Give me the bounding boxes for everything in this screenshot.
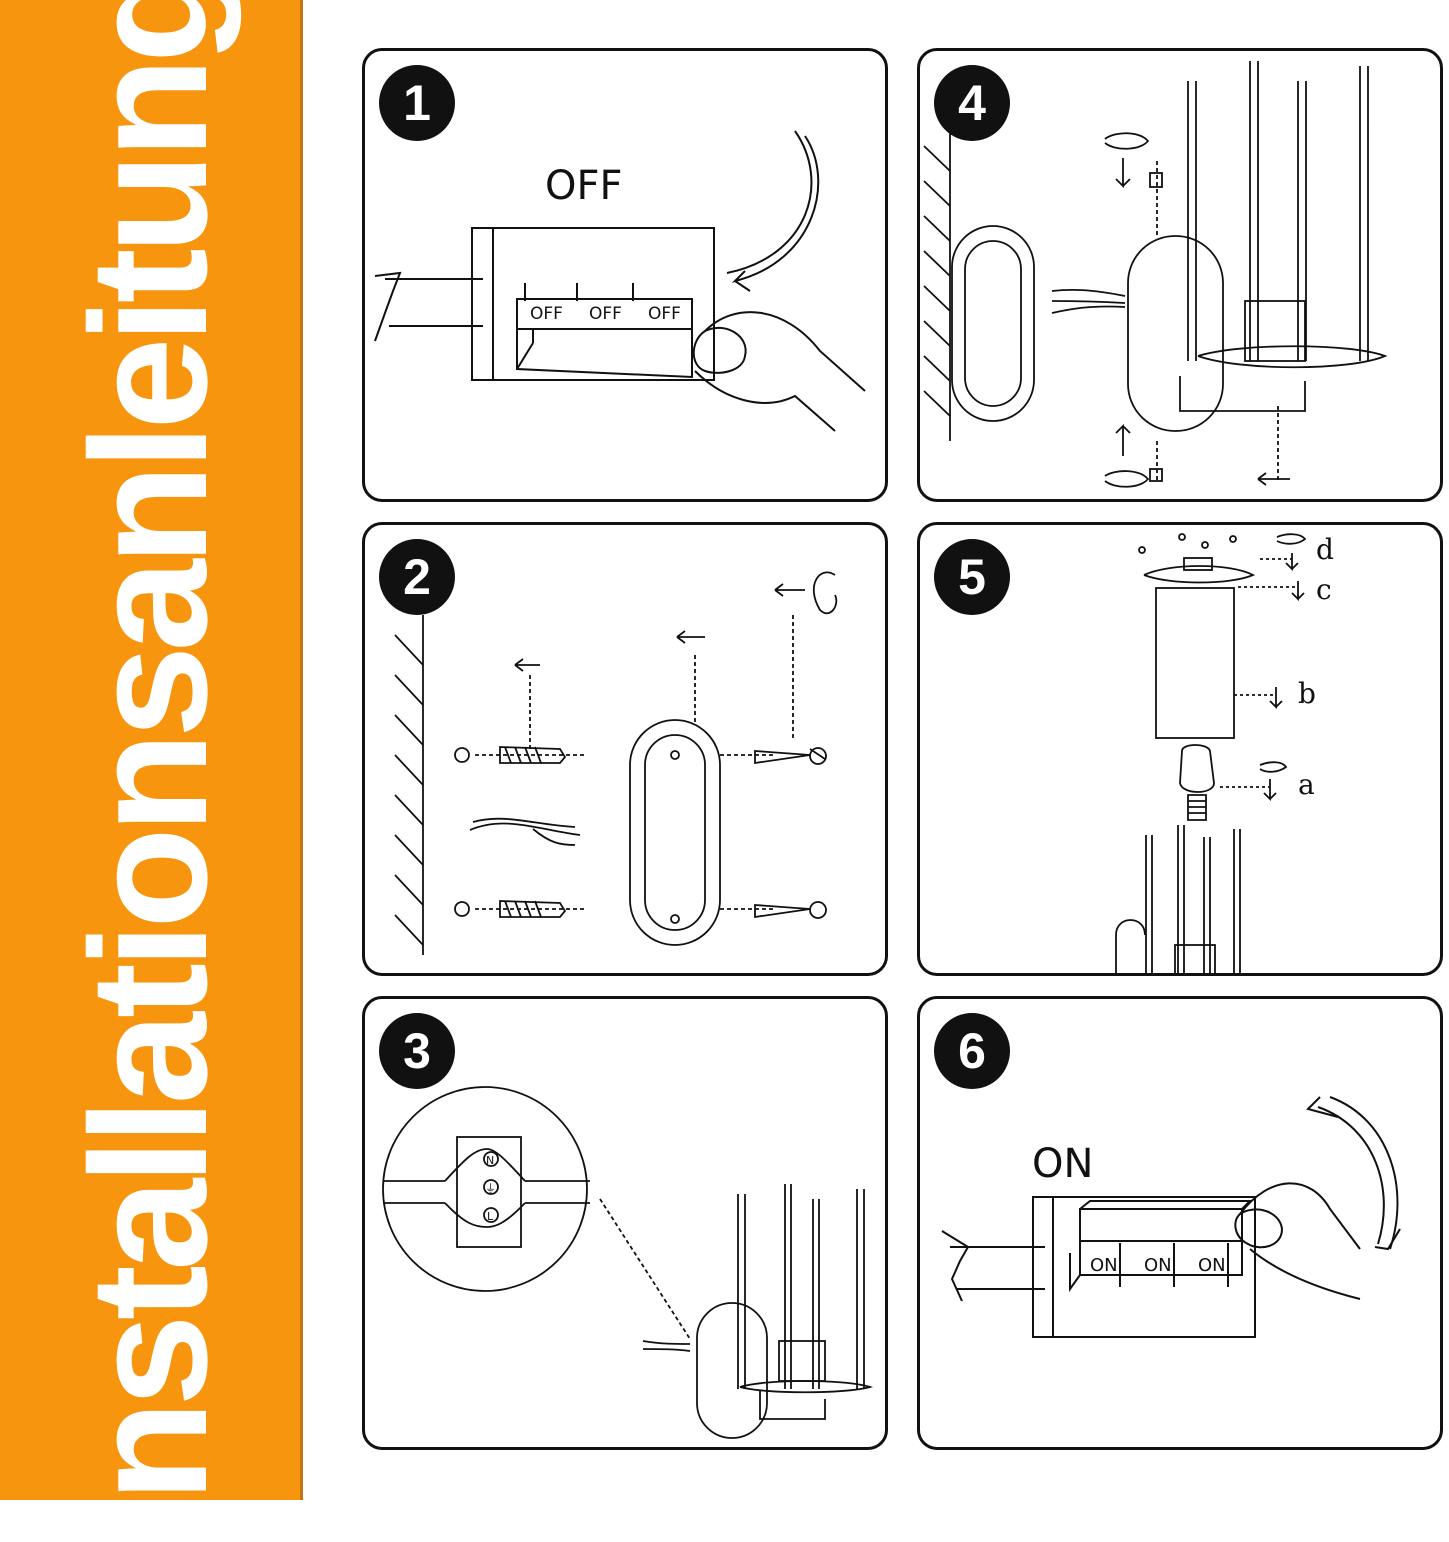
part-label-b: b xyxy=(1298,677,1316,710)
step-1-illustration: OFF OFF OFF xyxy=(374,130,866,432)
terminal-n: N xyxy=(486,1154,494,1167)
part-label-a: a xyxy=(1298,768,1315,801)
step-3-panel: 3 N ⏚ L xyxy=(362,996,888,1450)
switch-label-3: OFF xyxy=(648,304,681,324)
step-2-panel: 2 xyxy=(362,522,888,976)
switch-on-label-3: ON xyxy=(1198,1255,1226,1276)
step-3-number: 3 xyxy=(379,1013,455,1089)
step-3-illustration: N ⏚ L xyxy=(382,1086,874,1439)
switch-on-label-1: ON xyxy=(1090,1255,1118,1276)
terminal-earth: ⏚ xyxy=(485,1182,496,1195)
step-4-panel: 4 xyxy=(917,48,1443,502)
switch-label-1: OFF xyxy=(530,304,563,324)
step-6-illustration: ON ON ON xyxy=(941,1096,1401,1338)
switch-label-2: OFF xyxy=(589,304,622,324)
step-4-illustration xyxy=(923,61,1388,488)
step-5-panel: 5 d c b a xyxy=(917,522,1443,976)
part-label-c: c xyxy=(1316,573,1332,606)
step-6-number: 6 xyxy=(934,1013,1010,1089)
step-1-off-label: OFF xyxy=(545,163,623,209)
part-label-d: d xyxy=(1316,533,1334,566)
switch-on-label-2: ON xyxy=(1144,1255,1172,1276)
sidebar-divider xyxy=(300,0,303,1500)
step-2-number: 2 xyxy=(379,539,455,615)
step-1-panel: 1 OFF OFF OFF OFF xyxy=(362,48,888,502)
step-5-illustration xyxy=(1115,533,1307,973)
step-5-number: 5 xyxy=(934,539,1010,615)
step-6-on-label: ON xyxy=(1032,1141,1094,1187)
step-1-number: 1 xyxy=(379,65,455,141)
sidebar: Installationsanleitung xyxy=(0,0,300,1542)
terminal-l: L xyxy=(487,1210,494,1223)
step-2-illustration xyxy=(394,571,838,955)
step-4-number: 4 xyxy=(934,65,1010,141)
step-6-panel: 6 ON ON ON ON xyxy=(917,996,1443,1450)
sidebar-title: Installationsanleitung xyxy=(57,0,242,1542)
